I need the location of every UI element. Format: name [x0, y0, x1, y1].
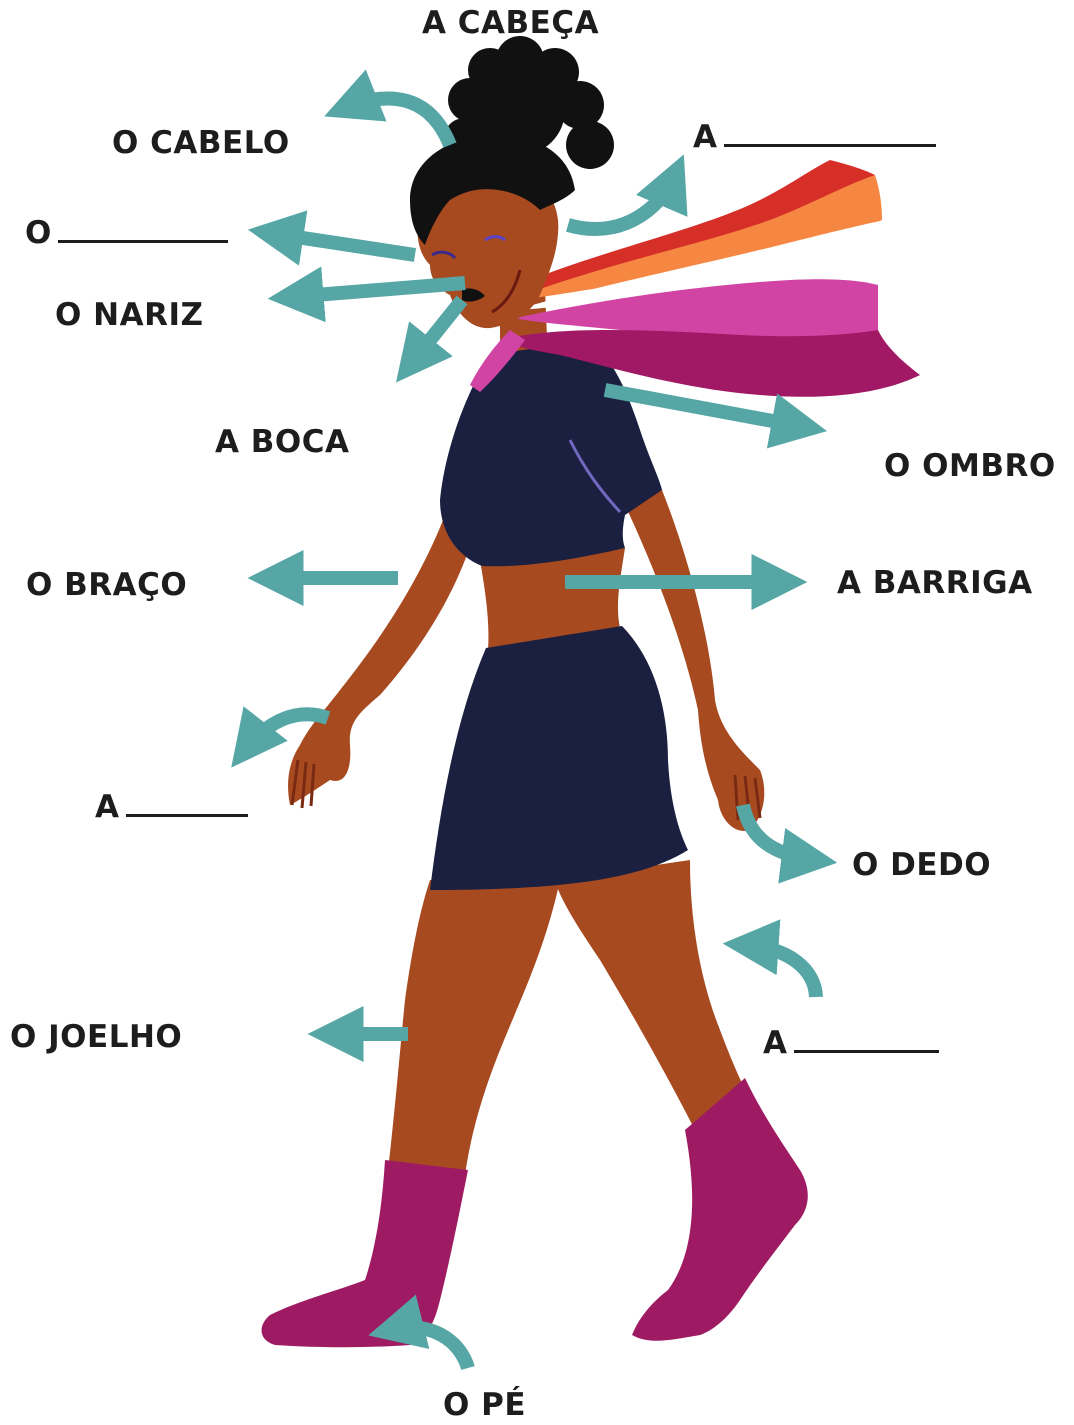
skirt — [430, 626, 688, 890]
crop-top — [440, 340, 662, 566]
label-blank-face: O — [25, 214, 228, 249]
arrow-blank-leg — [745, 945, 816, 997]
label-blank-face-article: O — [25, 215, 52, 251]
arrow-boca — [410, 300, 462, 365]
label-blank-ear-article: A — [693, 119, 718, 155]
front-boot — [262, 1160, 468, 1347]
label-blank-hand-article: A — [95, 789, 120, 825]
label-joelho: O JOELHO — [10, 1022, 182, 1053]
label-cabelo: O CABELO — [112, 128, 290, 159]
label-ombro: O OMBRO — [884, 451, 1056, 482]
label-barriga: A BARRIGA — [837, 568, 1033, 599]
blank-answer-line — [58, 214, 228, 243]
arrow-cabelo — [345, 98, 450, 145]
label-braco: O BRAÇO — [26, 570, 187, 601]
front-leg — [388, 880, 560, 1175]
label-pe: O PÉ — [443, 1390, 526, 1421]
label-nariz: O NARIZ — [55, 300, 203, 331]
blank-answer-line — [724, 118, 936, 147]
label-blank-ear: A — [693, 118, 936, 153]
label-boca: A BOCA — [215, 427, 350, 458]
arrow-pe — [390, 1327, 468, 1368]
label-blank-hand: A — [95, 788, 248, 823]
label-dedo: O DEDO — [852, 850, 991, 881]
back-boot — [632, 1078, 808, 1341]
left-arm — [288, 515, 478, 805]
arrow-nariz — [290, 283, 465, 297]
blank-answer-line — [126, 788, 248, 817]
label-cabeca: A CABEÇA — [422, 8, 599, 39]
arrow-blank-face — [270, 233, 415, 255]
arrow-ear — [568, 175, 675, 229]
label-blank-leg: A — [763, 1024, 939, 1059]
blank-answer-line — [794, 1024, 939, 1053]
label-blank-leg-article: A — [763, 1025, 788, 1061]
